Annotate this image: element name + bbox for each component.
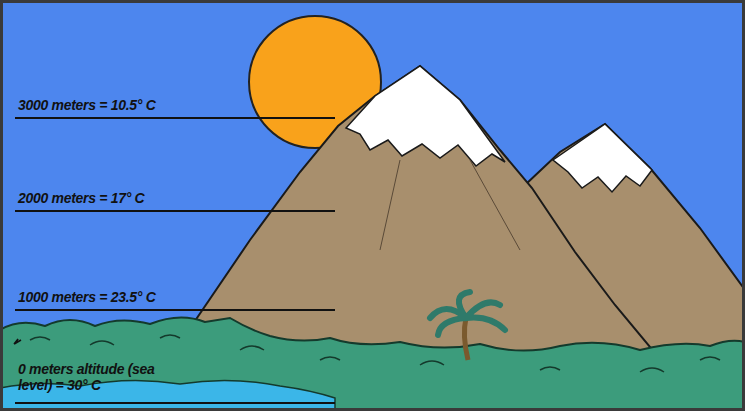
vegetation <box>0 317 745 411</box>
palm-trunk <box>464 318 468 360</box>
altitude-label: 2000 meters = 17° C <box>18 190 144 206</box>
snow-cap <box>553 124 652 192</box>
ridge <box>380 160 520 250</box>
mountain <box>165 66 665 365</box>
squiggle-mark <box>14 339 21 344</box>
altitude-line <box>15 309 335 311</box>
altitude-line <box>15 402 335 404</box>
altitude-line <box>15 117 335 119</box>
altitude-label: 0 meters altitude (sea level) = 30° C <box>18 361 168 393</box>
snow-cap <box>346 66 505 166</box>
palm-leaves <box>430 292 505 335</box>
altitude-label: 3000 meters = 10.5° C <box>18 97 155 113</box>
altitude-line <box>15 210 335 212</box>
altitude-label: 1000 meters = 23.5° C <box>18 289 155 305</box>
